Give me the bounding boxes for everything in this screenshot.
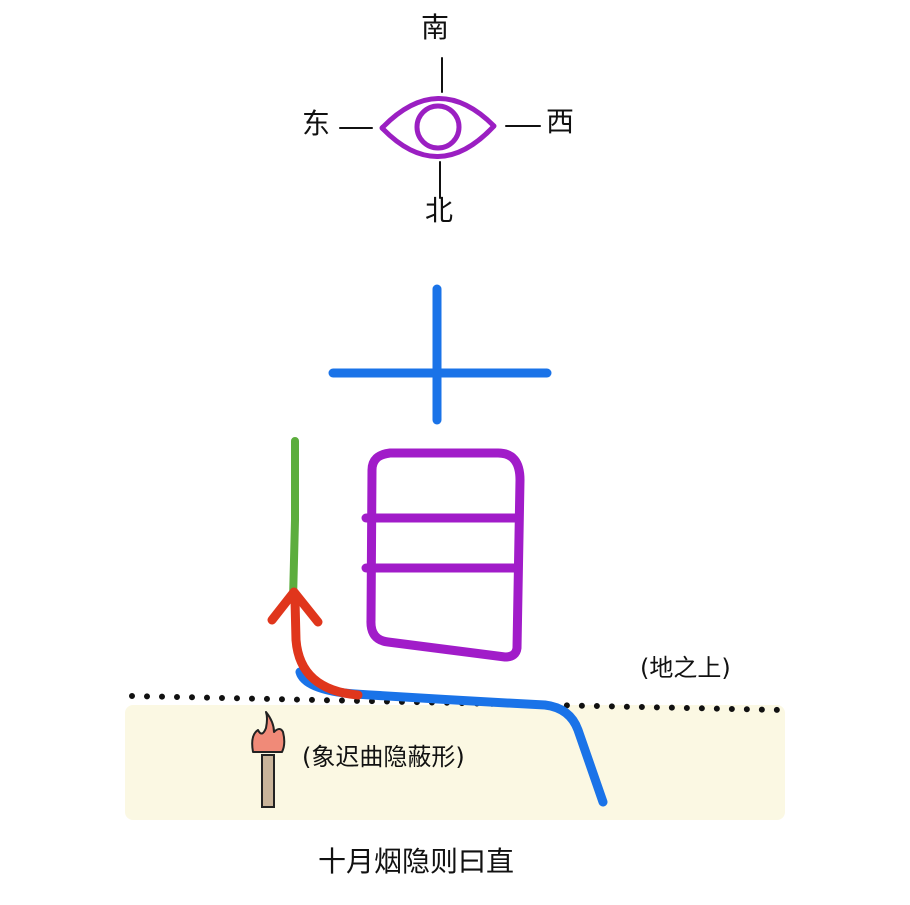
torch-stick — [261, 754, 275, 808]
underground-label: (象迟曲隐蔽形) — [302, 743, 465, 771]
above-ground-label: (地之上) — [640, 654, 731, 682]
compass-west-label: 西 — [546, 105, 575, 138]
red-arrow — [267, 587, 363, 700]
compass-ticks — [339, 57, 541, 199]
blue-cross — [328, 284, 552, 425]
purple-frame — [361, 448, 525, 662]
torch-flame — [251, 711, 286, 753]
red-arrow-shaft — [290, 595, 363, 700]
green-line — [289, 437, 299, 604]
compass-east-label: 东 — [302, 107, 331, 140]
frame-outline — [366, 448, 525, 662]
eye-iris — [414, 103, 462, 151]
torch-icon — [251, 711, 286, 808]
eye-outline — [379, 96, 497, 159]
underground-band — [125, 705, 785, 820]
eye-icon — [379, 96, 497, 159]
diagram-caption: 十月烟隐则曰直 — [318, 845, 515, 878]
compass-south-label: 南 — [421, 11, 450, 44]
ground-dotted-line — [129, 693, 783, 713]
compass-north-label: 北 — [425, 194, 454, 227]
red-arrow-head — [267, 587, 323, 627]
